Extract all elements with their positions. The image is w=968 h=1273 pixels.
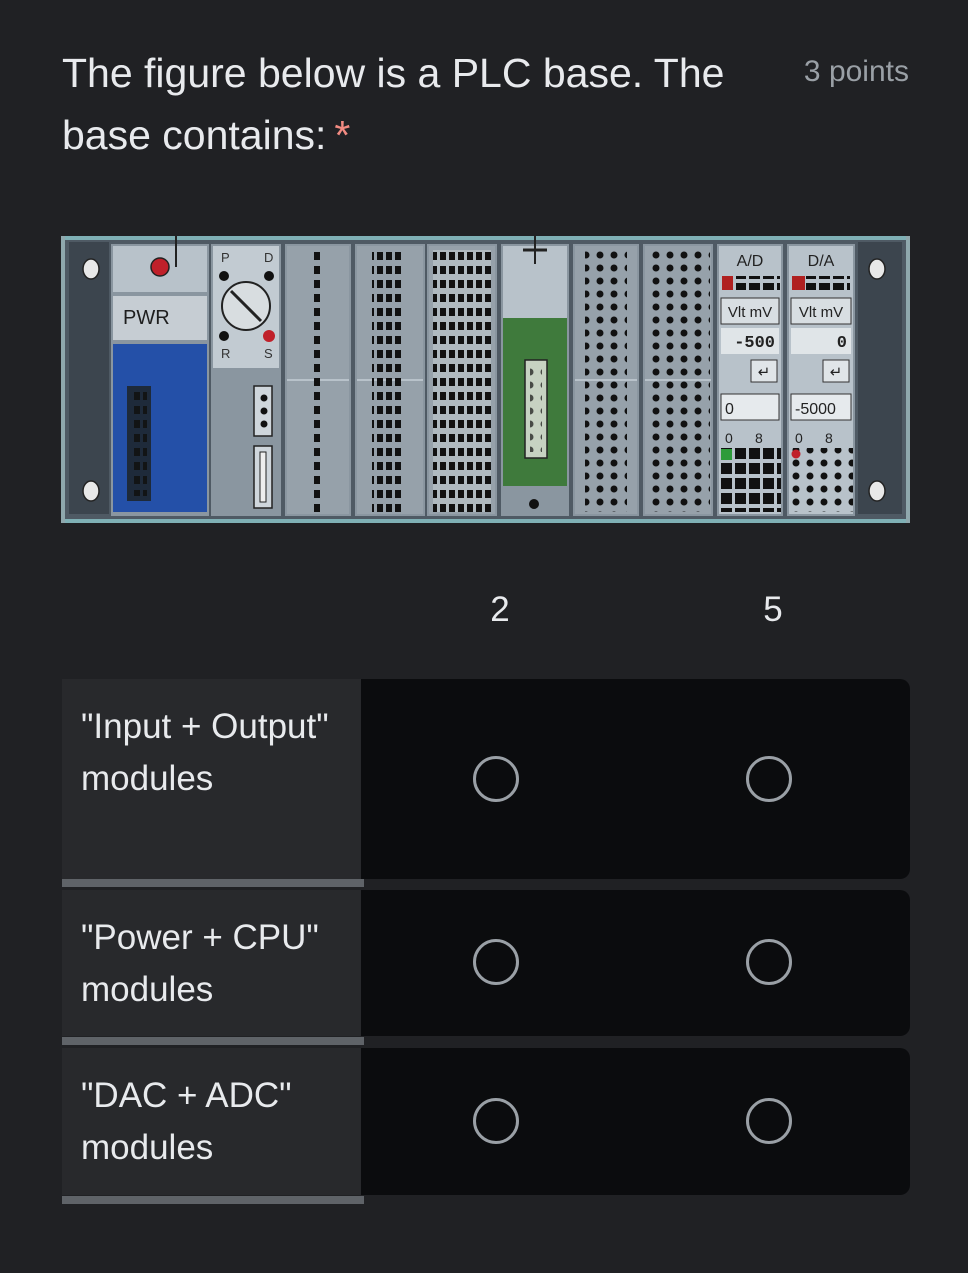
- radio-dac-adc-2[interactable]: [473, 1098, 519, 1144]
- da-scale-low: 0: [795, 430, 803, 446]
- da-field: -5000: [795, 401, 836, 418]
- ad-title: A/D: [737, 253, 764, 270]
- da-value: 0: [837, 334, 847, 353]
- da-enter: ↵: [830, 363, 843, 381]
- row-label-cell: "Input + Output" modules: [62, 679, 361, 879]
- row-divider: [62, 1196, 364, 1204]
- radio-power-cpu-5[interactable]: [746, 939, 792, 985]
- ad-scale-high: 8: [755, 430, 763, 446]
- da-scale-high: 8: [825, 430, 833, 446]
- row-divider: [62, 879, 364, 887]
- required-mark: *: [334, 112, 351, 158]
- row-choices: [361, 1048, 910, 1195]
- da-title: D/A: [808, 253, 835, 270]
- ad-enter: ↵: [758, 363, 771, 381]
- ad-field: 0: [725, 401, 734, 418]
- cpu-label-s: S: [264, 346, 273, 361]
- radio-power-cpu-2[interactable]: [473, 939, 519, 985]
- radio-dac-adc-5[interactable]: [746, 1098, 792, 1144]
- ad-scale-low: 0: [725, 430, 733, 446]
- column-header-5: 5: [763, 590, 783, 629]
- grid-row-input-output: "Input + Output" modules: [62, 679, 910, 888]
- cpu-label-r: R: [221, 346, 230, 361]
- row-choices: [361, 890, 910, 1036]
- cpu-label-p: P: [221, 250, 230, 265]
- pwr-label: PWR: [123, 307, 170, 329]
- row-divider: [62, 1037, 364, 1045]
- row-label-dac-adc: "DAC + ADC" modules: [81, 1076, 292, 1167]
- row-choices: [361, 679, 910, 879]
- da-units: Vlt mV: [799, 304, 843, 321]
- ad-value: -500: [734, 334, 775, 353]
- row-label-input-output: "Input + Output" modules: [81, 707, 329, 798]
- question-title: The figure below is a PLC base. The base…: [62, 42, 762, 166]
- plc-base-image: PWR P D R S A/D V: [61, 236, 910, 523]
- grid-row-dac-adc: "DAC + ADC" modules: [62, 1048, 910, 1205]
- question-text: The figure below is a PLC base. The base…: [62, 50, 725, 158]
- points-label: 3 points: [803, 55, 909, 88]
- row-label-power-cpu: "Power + CPU" modules: [81, 918, 319, 1009]
- cpu-label-d: D: [264, 250, 273, 265]
- radio-input-output-5[interactable]: [746, 756, 792, 802]
- grid-row-power-cpu: "Power + CPU" modules: [62, 890, 910, 1046]
- radio-input-output-2[interactable]: [473, 756, 519, 802]
- ad-units: Vlt mV: [728, 304, 772, 321]
- row-label-cell: "DAC + ADC" modules: [62, 1048, 361, 1195]
- column-header-2: 2: [490, 590, 510, 629]
- row-label-cell: "Power + CPU" modules: [62, 890, 361, 1036]
